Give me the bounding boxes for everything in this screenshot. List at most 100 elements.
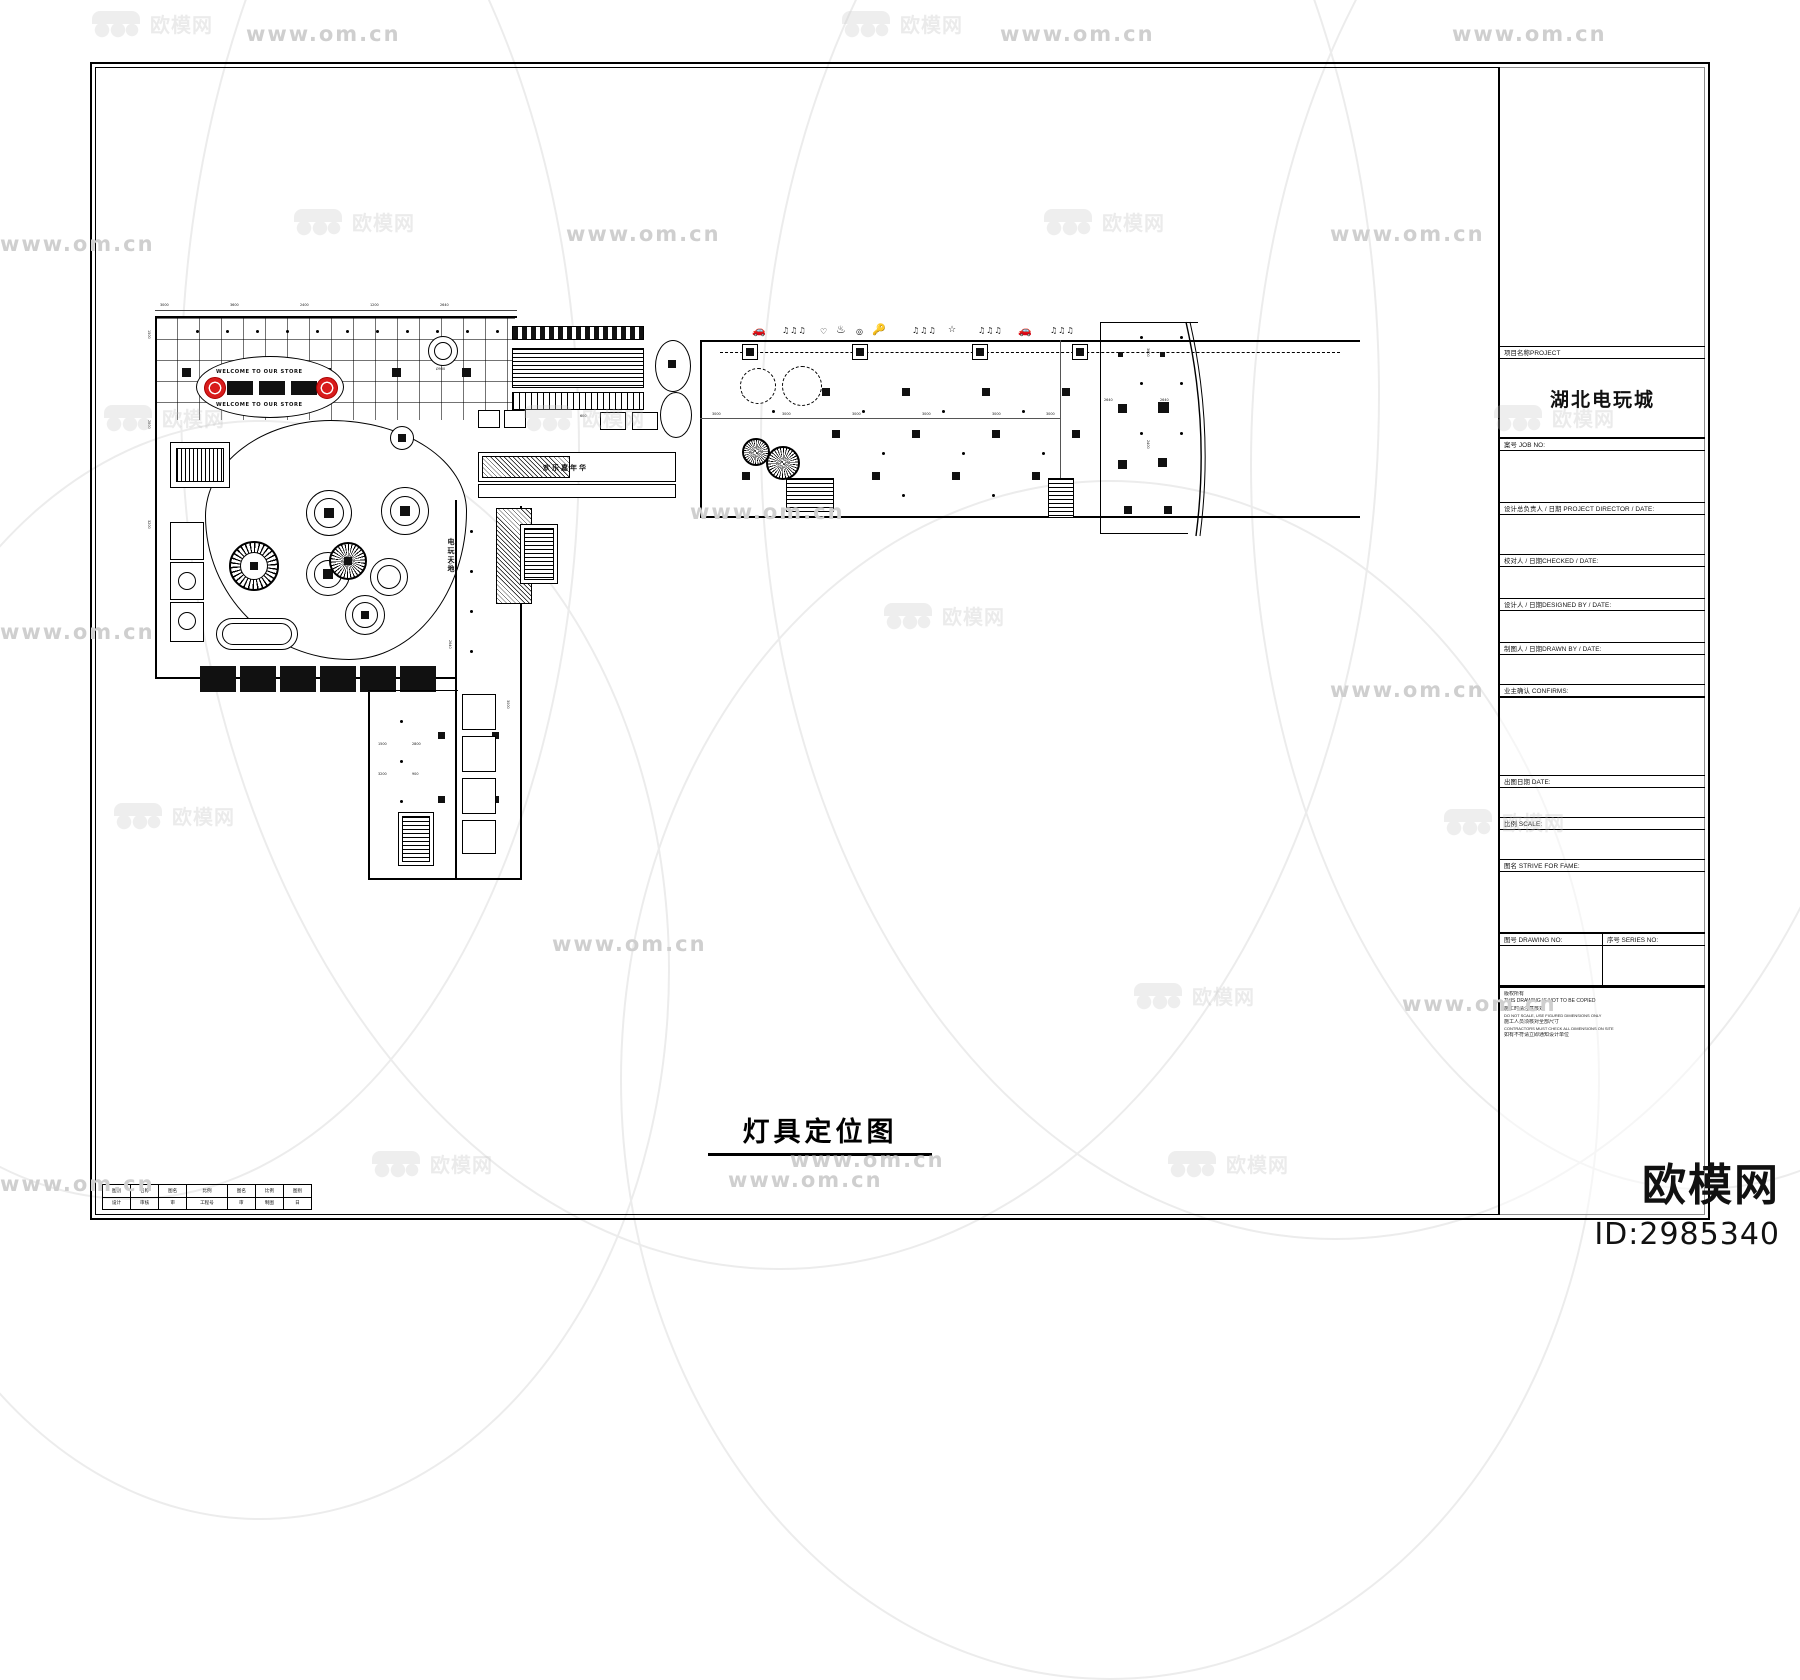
downlight — [1180, 432, 1183, 435]
checked-label: 校对人 / 日期CHECKED / DATE: — [1500, 555, 1705, 567]
dimension-text: 1500 — [378, 742, 387, 746]
designed-label: 设计人 / 日期DESIGNED BY / DATE: — [1500, 599, 1705, 611]
decor-icon-notes: ♫♫♫ — [978, 326, 1003, 335]
decor-icon-star: ☆ — [948, 325, 957, 335]
drawing-no-value[interactable] — [1500, 946, 1603, 985]
downlight — [1180, 382, 1183, 385]
dimension-text: 3200 — [147, 520, 151, 529]
dimension-text: 3000 — [992, 412, 1001, 416]
ring-light-cluster — [381, 487, 429, 535]
dimension-text: 3000 — [852, 412, 861, 416]
oval-center-fixture — [668, 360, 676, 368]
decor-icon-shape: ♨ — [836, 323, 846, 336]
downlight — [376, 330, 379, 333]
job-no-value[interactable] — [1500, 451, 1705, 503]
dimension-text: 3000 — [782, 412, 791, 416]
oval-ceiling-feature — [660, 392, 692, 438]
downlight — [1022, 410, 1025, 413]
titleblock-notes: 版权所有 THIS DRAWING IS NOT TO BE COPIED 施工… — [1500, 986, 1705, 1042]
service-room — [462, 694, 496, 730]
banner-sign-base — [478, 484, 676, 498]
ring-light-cluster — [345, 595, 385, 635]
ceiling-fixture — [392, 368, 401, 377]
ceiling-fixture — [438, 796, 445, 803]
banner-hatch — [482, 456, 570, 478]
project-director-label: 设计总负责人 / 日期 PROJECT DIRECTOR / DATE: — [1500, 503, 1705, 515]
drawing-no-row: 图号 DRAWING NO: 序号 SERIES NO: — [1500, 934, 1705, 946]
project-name: 湖北电玩城 — [1500, 359, 1705, 439]
sunburst-center — [250, 562, 258, 570]
downlight — [470, 530, 473, 533]
drawing-sheet-border: 项目名称PROJECT 湖北电玩城 案号 JOB NO: 设计总负责人 / 日期… — [90, 62, 1710, 1220]
downlight — [436, 330, 439, 333]
downlight — [496, 330, 499, 333]
circular-ceiling-feature — [782, 366, 822, 406]
dimension-text: 3000 — [712, 412, 721, 416]
date-value[interactable] — [1500, 788, 1705, 818]
confirms-value[interactable] — [1500, 698, 1705, 776]
linear-light-bank — [512, 392, 644, 410]
stair-run — [524, 528, 554, 580]
ring-light-inner — [377, 565, 401, 589]
wall-line — [1100, 322, 1198, 324]
downlight — [902, 494, 905, 497]
capsule-light-inner — [222, 623, 292, 645]
ceiling-fixture — [1124, 506, 1132, 514]
shopfront-panel — [400, 666, 436, 692]
ceiling-medallion-inner — [434, 342, 452, 360]
ceiling-fixture — [1062, 388, 1070, 396]
downlight — [286, 330, 289, 333]
project-label: 项目名称PROJECT — [1500, 347, 1705, 359]
date-label: 出图日期 DATE: — [1500, 776, 1705, 788]
drawing-title-text: 灯具定位图 — [742, 1117, 898, 1148]
confirms-label: 业主确认 CONFIRMS: — [1500, 685, 1705, 698]
project-director-value[interactable] — [1500, 515, 1705, 555]
dimension-text: 2640 — [448, 640, 452, 649]
shopfront-panel — [280, 666, 316, 692]
badge-id: ID:2985340 — [1594, 1217, 1780, 1252]
downlight — [962, 452, 965, 455]
note-line: CONTRACTORS MUST CHECK ALL DIMENSIONS ON… — [1504, 1025, 1614, 1031]
curved-facade-wall — [1185, 321, 1206, 537]
scale-value[interactable] — [1500, 830, 1705, 860]
square-fixture-core — [1076, 348, 1084, 356]
ring-light-center — [324, 508, 334, 518]
ceiling-fixture — [982, 388, 990, 396]
designed-value[interactable] — [1500, 611, 1705, 643]
service-room — [462, 778, 496, 814]
slat-ceiling-band — [512, 326, 644, 340]
shopfront-panel — [240, 666, 276, 692]
shopfront-panel — [360, 666, 396, 692]
dimension-text: 900 — [412, 772, 419, 776]
ceiling-fixture — [1160, 352, 1165, 357]
note-line: THIS DRAWING IS NOT TO BE COPIED — [1504, 998, 1596, 1005]
ring-light-inner — [352, 602, 378, 628]
checked-value[interactable] — [1500, 567, 1705, 599]
drawing-name-value[interactable] — [1500, 872, 1705, 934]
dimension-text: 1200 — [448, 560, 452, 569]
dimension-text: 2800 — [147, 420, 151, 429]
series-no-label: 序号 SERIES NO: — [1607, 937, 1659, 944]
ceiling-fixture — [872, 472, 880, 480]
ceiling-fixture — [1072, 430, 1080, 438]
sunburst-light-fixture — [329, 542, 367, 580]
downlight — [226, 330, 229, 333]
scale-label: 比例 SCALE: — [1500, 818, 1705, 830]
job-no-label: 案号 JOB NO: — [1500, 439, 1705, 451]
downlight — [400, 800, 403, 803]
service-room — [462, 820, 496, 854]
decor-icon-notes: ♫♫♫ — [782, 326, 807, 335]
note-line: 如有不符请立即通知设计单位 — [1504, 1031, 1570, 1038]
downlight — [470, 650, 473, 653]
square-fixture-core — [746, 348, 754, 356]
ceiling-fixture — [952, 472, 960, 480]
drawn-value[interactable] — [1500, 655, 1705, 685]
titleblock-logo-area — [1500, 67, 1705, 347]
decor-icon-notes: ♫♫♫ — [1050, 326, 1075, 335]
dimension-line — [155, 310, 517, 311]
room-fixture — [178, 572, 196, 590]
downlight — [992, 494, 995, 497]
downlight — [772, 410, 775, 413]
square-fixture-core — [976, 348, 984, 356]
ceiling-fixture — [438, 732, 445, 739]
